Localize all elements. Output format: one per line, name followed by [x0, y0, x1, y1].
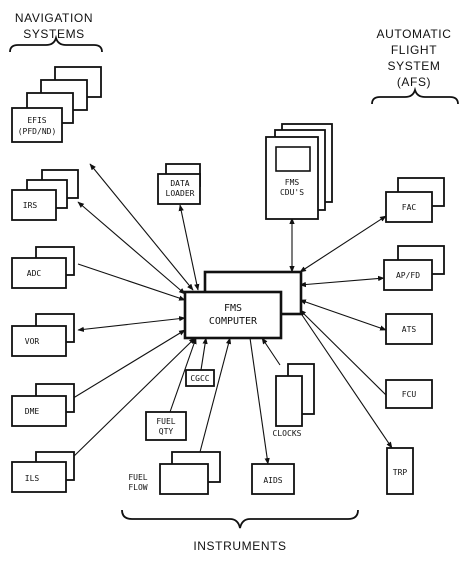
- vor-connection: [77, 316, 186, 332]
- fac-connection: [299, 215, 387, 273]
- data-loader-box-stack: DATA LOADER: [157, 163, 201, 205]
- fuel-flow-connection: [199, 337, 232, 453]
- efis-label-line1: EFIS: [27, 116, 46, 125]
- trp-connection: [299, 311, 393, 449]
- cgcc-connection: [200, 337, 208, 371]
- cgcc-box: [185, 369, 215, 387]
- ats-label: ATS: [402, 325, 417, 334]
- navigation-heading-line2: SYSTEMS: [23, 27, 85, 41]
- efis-box: [11, 107, 63, 143]
- ils-box-stack: ILS: [11, 451, 75, 493]
- irs-box: [11, 189, 57, 221]
- efis-label-line2: (PFD/ND): [18, 127, 57, 136]
- irs-connection: [77, 201, 186, 295]
- fcu-connection: [299, 309, 387, 396]
- fms-cdus-label-line2: CDU'S: [280, 188, 304, 197]
- efis-box-stack: EFIS (PFD/ND): [11, 66, 102, 143]
- aids-connection: [249, 337, 270, 465]
- ats-box: [385, 313, 433, 345]
- fms-cdus-box-stack: FMS CDU'S: [265, 123, 333, 220]
- adc-connection: [77, 263, 186, 301]
- fuel-qty-box-stack: FUEL QTY: [145, 411, 187, 441]
- fms-computer-label-line1: FMS: [224, 303, 242, 314]
- data-loader-box: [157, 173, 201, 205]
- data-loader-connection: [178, 204, 200, 291]
- apfd-box: [383, 259, 433, 291]
- clocks-box: [275, 375, 303, 427]
- adc-box-stack: ADC: [11, 246, 75, 289]
- instruments-heading: INSTRUMENTS: [121, 509, 359, 553]
- clocks-box-stack: CLOCKS: [273, 363, 315, 438]
- fuel-flow-box: [159, 463, 209, 495]
- vor-box-stack: VOR: [11, 313, 75, 357]
- fms-cdus-label-line1: FMS: [285, 178, 300, 187]
- ats-box-stack: ATS: [385, 313, 433, 345]
- dme-label: DME: [25, 407, 40, 416]
- trp-box-stack: TRP: [386, 447, 414, 495]
- fuel-qty-box: [145, 411, 187, 441]
- fms-computer-stack: FMS COMPUTER: [183, 270, 303, 340]
- instruments-brace: [121, 509, 359, 529]
- ils-label: ILS: [25, 474, 40, 483]
- irs-box-stack: IRS: [11, 169, 79, 221]
- fac-box-stack: FAC: [385, 177, 445, 223]
- cgcc-box-stack: CGCC: [185, 369, 215, 387]
- data-loader-label-line1: DATA: [170, 179, 189, 188]
- navigation-heading-line1: NAVIGATION: [15, 11, 93, 25]
- fcu-box-stack: FCU: [385, 379, 433, 409]
- trp-box: [386, 447, 414, 495]
- afs-heading: AUTOMATIC FLIGHT SYSTEM (AFS): [371, 27, 459, 105]
- fuel-qty-label-line1: FUEL: [156, 417, 175, 426]
- instruments-heading-text: INSTRUMENTS: [193, 539, 286, 553]
- clocks-connection: [261, 337, 281, 366]
- ils-connection: [69, 337, 196, 461]
- fuel-flow-label-line2: FLOW: [128, 483, 147, 492]
- cgcc-label: CGCC: [190, 374, 209, 383]
- navigation-brace: [9, 34, 103, 53]
- data-loader-label-line2: LOADER: [166, 189, 195, 198]
- ils-box: [11, 461, 67, 493]
- fuel-qty-label-line2: QTY: [159, 427, 174, 436]
- irs-label: IRS: [23, 201, 38, 210]
- apfd-connection: [299, 275, 385, 288]
- fcu-box: [385, 379, 433, 409]
- adc-box: [11, 257, 67, 289]
- aids-box: [251, 463, 295, 495]
- fms-computer-box: [183, 290, 283, 340]
- dme-box-stack: DME: [11, 383, 75, 427]
- adc-label: ADC: [27, 269, 42, 278]
- vor-box: [11, 325, 67, 357]
- clocks-label: CLOCKS: [273, 429, 302, 438]
- aids-label: AIDS: [263, 476, 282, 485]
- fuel-flow-box-stack: FUEL FLOW: [128, 451, 221, 495]
- apfd-label: AP/FD: [396, 271, 420, 280]
- afs-brace: [371, 86, 459, 105]
- fuel-qty-connection: [169, 337, 197, 413]
- afs-heading-line3: SYSTEM: [388, 59, 441, 73]
- fcu-label: FCU: [402, 390, 417, 399]
- afs-heading-line1: AUTOMATIC: [377, 27, 452, 41]
- fuel-flow-label-line1: FUEL: [128, 473, 147, 482]
- afs-heading-line4: (AFS): [397, 75, 431, 89]
- vor-label: VOR: [25, 337, 40, 346]
- trp-label: TRP: [393, 468, 408, 477]
- afs-heading-line2: FLIGHT: [391, 43, 437, 57]
- connections: [69, 163, 393, 465]
- dme-box: [11, 395, 67, 427]
- dme-connection: [69, 329, 186, 401]
- cdu-screen: [275, 146, 311, 172]
- fac-label: FAC: [402, 203, 417, 212]
- navigation-systems-heading: NAVIGATION SYSTEMS: [9, 11, 103, 53]
- fac-box: [385, 191, 433, 223]
- ats-connection: [299, 299, 387, 331]
- apfd-box-stack: AP/FD: [383, 245, 445, 291]
- fms-computer-label-line2: COMPUTER: [209, 316, 258, 327]
- aids-box-stack: AIDS: [251, 463, 295, 495]
